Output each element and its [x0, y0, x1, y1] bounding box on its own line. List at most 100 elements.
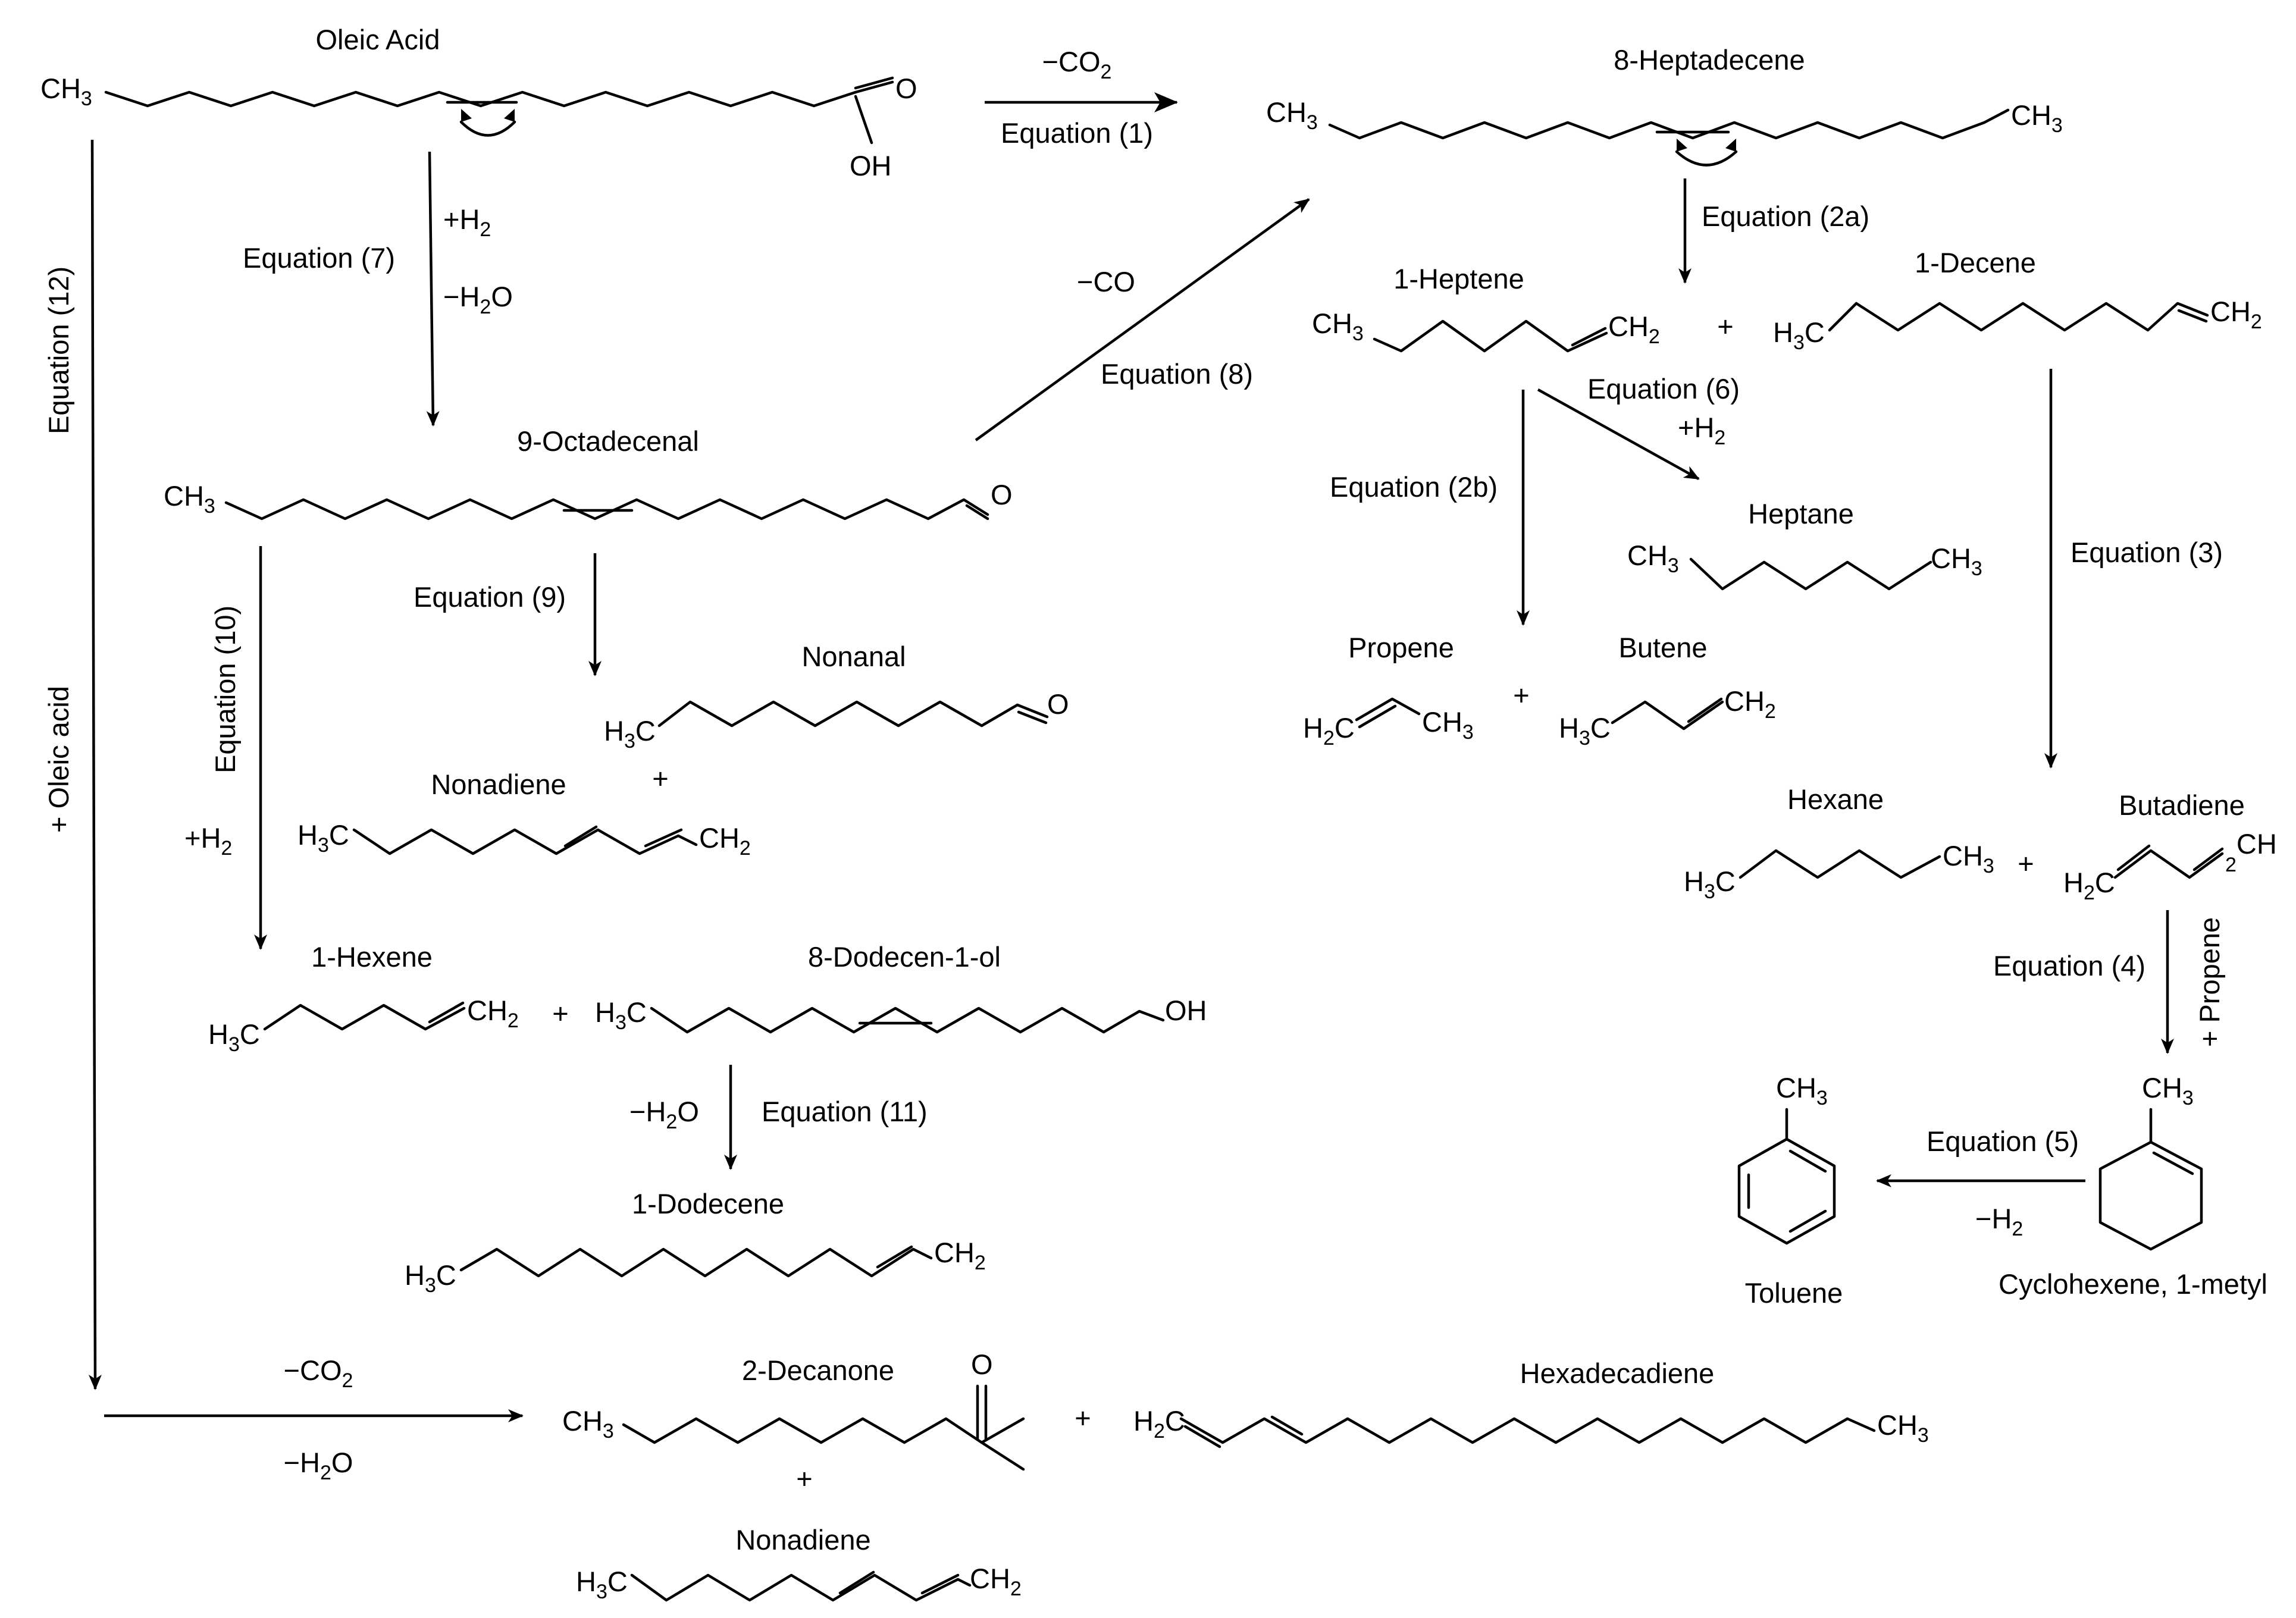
octadecenal-structure: CH3 O	[164, 479, 1013, 520]
hexadecadiene-double-bond-2	[1270, 1415, 1304, 1436]
nonanal-h3c: H3C	[604, 715, 656, 752]
nonadiene-lower-double-bond-1	[838, 1570, 875, 1595]
eq2a-label: Equation (2a)	[1702, 200, 1869, 232]
atom-subscript: 2	[1765, 700, 1776, 723]
atom-subscript: 3	[2051, 114, 2063, 137]
atom-subscript: 3	[81, 87, 92, 110]
eq1-minus-co2: −CO2	[1042, 46, 1112, 83]
atom-ch: CH	[2210, 296, 2251, 327]
atom-h: H	[1773, 316, 1793, 348]
nonadiene-ch2: CH2	[699, 822, 751, 860]
heptane-name: Heptane	[1748, 498, 1854, 529]
heptane-ch3-left: CH3	[1627, 540, 1679, 577]
nonadiene-chain	[352, 828, 698, 855]
butene-structure: H3C CH2	[1559, 685, 1776, 750]
butadiene-chain	[2113, 849, 2224, 879]
methylcyclohexene-ch3: CH3	[2142, 1072, 2194, 1109]
toluene-name: Toluene	[1745, 1277, 1843, 1309]
atom-subscript: 3	[1704, 880, 1715, 903]
cyclohexene-ring	[2098, 1140, 2203, 1251]
atom-o: O	[677, 1096, 699, 1127]
atom-subscript: 2	[1649, 325, 1660, 348]
atom-h: H	[595, 996, 615, 1028]
atom-o: O	[331, 1447, 353, 1478]
hexene-chain	[263, 1004, 466, 1031]
atom-subscript: 2	[320, 1462, 331, 1484]
heptene-structure: CH3 CH2	[1312, 308, 1660, 353]
atom-h: H	[2063, 867, 2084, 898]
eq5-minus-h2: −H2	[1975, 1203, 2023, 1240]
butene-double-bond	[1687, 697, 1723, 723]
eq8-minus-co: −CO	[1077, 266, 1135, 297]
nonadiene-lower-h3c: H3C	[576, 1566, 628, 1603]
nonadiene-lower-double-bond-2	[920, 1573, 960, 1595]
plus-sign: +	[552, 998, 568, 1029]
nonanal-name: Nonanal	[801, 641, 906, 672]
atom-c: C	[627, 996, 647, 1028]
propene-h2c: H2C	[1303, 712, 1355, 750]
hexene-name: 1-Hexene	[311, 941, 433, 973]
decene-name: 1-Decene	[1915, 247, 2036, 278]
plus-sign: +	[796, 1463, 812, 1494]
nonadiene-double-bond-1	[563, 825, 598, 848]
hexadecadiene-double-bond-1	[1183, 1425, 1221, 1448]
atom-ch: CH	[970, 1563, 1010, 1594]
decene-structure: H3C CH2	[1773, 296, 2262, 354]
atom-subscript: 2	[480, 218, 491, 241]
atom-ch: CH	[2237, 828, 2277, 860]
decanone-structure: CH3 O	[562, 1349, 1025, 1471]
dodecene-double-bond	[876, 1245, 913, 1269]
atom-h: H	[1559, 712, 1579, 744]
dodecene-name: 1-Dodecene	[632, 1188, 784, 1219]
atom-o: O	[491, 281, 513, 312]
atom-subscript: 2	[480, 296, 491, 318]
atom-subscript: 3	[1579, 727, 1590, 750]
nonadiene-structure: H3C CH2	[297, 819, 751, 860]
atom-subscript: 3	[1918, 1424, 1929, 1447]
atom-subscript: 2	[221, 837, 232, 860]
atom-h: H	[1684, 866, 1704, 897]
hexene-h3c: H3C	[208, 1018, 260, 1056]
atom-subscript: 2	[2251, 311, 2262, 333]
shift-arrowhead-left	[1677, 139, 1687, 152]
propene-double-bond	[1358, 704, 1397, 729]
atom-c: C	[240, 1018, 260, 1050]
methylcyclohexene-name: Cyclohexene, 1-metyl	[1999, 1268, 2267, 1300]
hexane-name: Hexane	[1787, 783, 1884, 815]
aromatic-bond-2	[1788, 1209, 1827, 1233]
atom-c: C	[1590, 712, 1611, 744]
atom-subscript: 3	[603, 1420, 614, 1443]
butadiene-h2c: H2C	[2063, 867, 2115, 904]
eq7-label: Equation (7)	[243, 242, 395, 274]
hexadecadiene-h2c: H2C	[1133, 1405, 1185, 1443]
eq4-plus-propene: + Propene	[2194, 917, 2225, 1047]
octadecenal-o: O	[991, 479, 1013, 510]
hexane-ch3: CH3	[1943, 840, 1994, 877]
atom-ch: CH	[467, 995, 508, 1026]
heptene-ch2: CH2	[1608, 311, 1660, 348]
eq9-label: Equation (9)	[414, 581, 566, 613]
oleic-acid-ch3: CH3	[40, 73, 92, 110]
atom-subscript: 2	[1714, 427, 1725, 449]
atom-ch: CH	[2011, 99, 2051, 131]
oleic-acid-oh: OH	[850, 150, 892, 181]
atom-c: C	[2095, 867, 2115, 898]
decene-double-bond	[2177, 309, 2208, 323]
eq6-label: Equation (6)	[1587, 373, 1740, 404]
hexene-ch2: CH2	[467, 995, 519, 1032]
dodecenol-structure: H3C OH	[595, 995, 1207, 1034]
octadecenal-name: 9-Octadecenal	[517, 425, 699, 457]
atom-ch: CH	[1877, 1409, 1918, 1441]
butadiene-ch2: 2CH	[2225, 828, 2277, 876]
atom-h: H	[1133, 1405, 1154, 1437]
atom-subscript: 3	[2182, 1087, 2194, 1109]
heptane-chain	[1689, 557, 1932, 591]
eq6-plus-h2: +H2	[1678, 412, 1725, 449]
dodecenol-chain	[650, 1006, 1165, 1034]
eq3-label: Equation (3)	[2071, 537, 2223, 568]
eq8-arrow	[975, 198, 1310, 441]
atom-h: H	[405, 1259, 425, 1291]
nonanal-chain	[657, 700, 1049, 728]
eq11-label: Equation (11)	[762, 1096, 928, 1127]
